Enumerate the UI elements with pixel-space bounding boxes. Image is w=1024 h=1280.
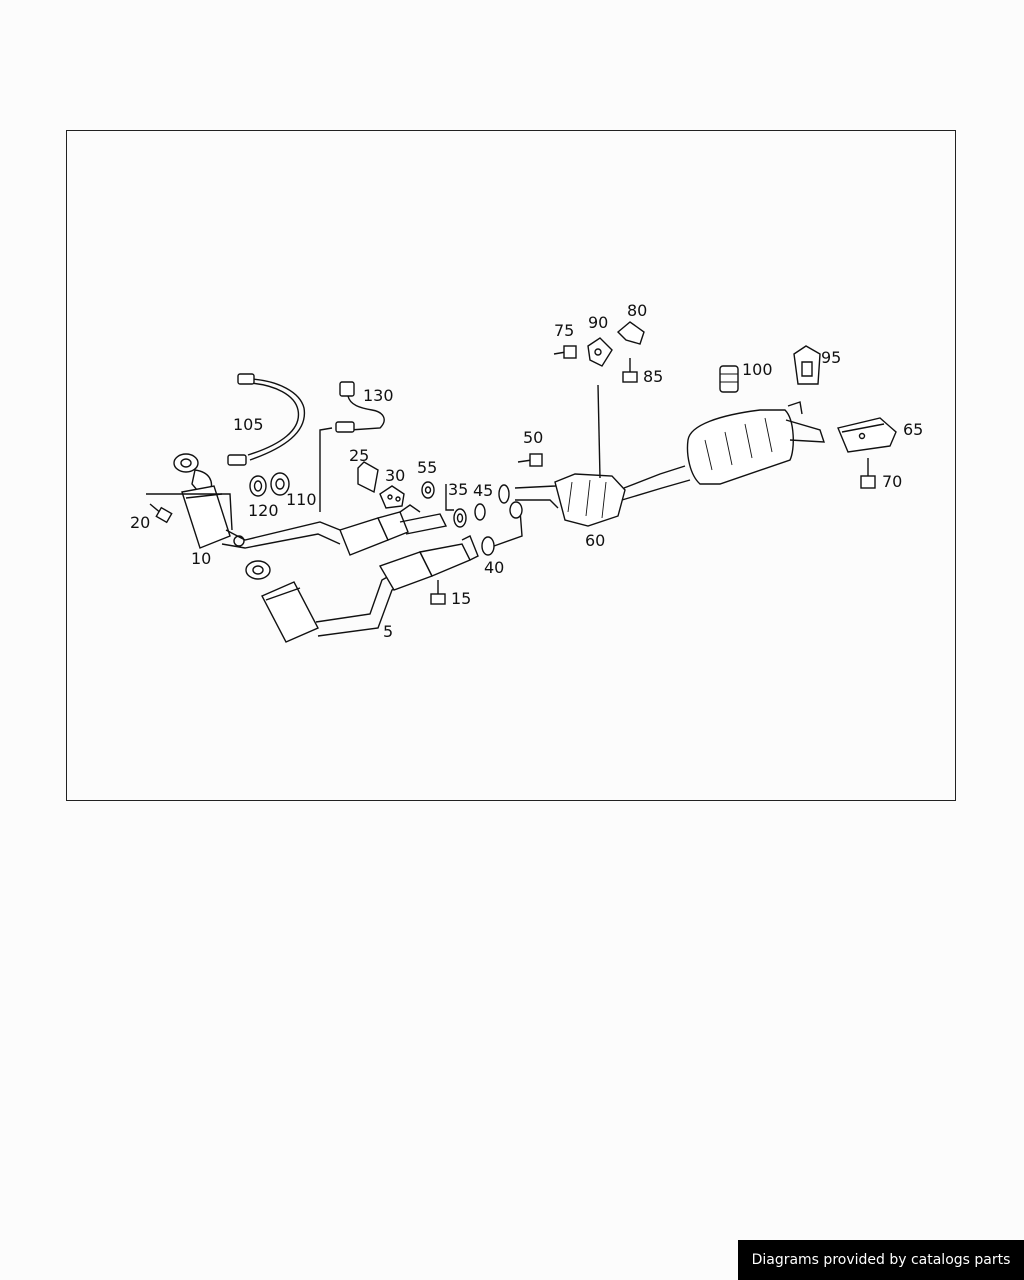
part-labels: 5 10 15 20 25 30 35 40 45 50 55 60 65 70… <box>130 301 923 641</box>
label-part-35: 35 <box>448 480 468 499</box>
label-part-80: 80 <box>627 301 647 320</box>
rubber-buffer-100 <box>719 365 739 393</box>
label-part-70: 70 <box>882 472 902 491</box>
label-part-90: 90 <box>588 313 608 332</box>
bolt-15 <box>430 580 446 605</box>
front-pipe-5 <box>245 535 479 643</box>
bolt-75 <box>553 345 577 359</box>
label-part-50: 50 <box>523 428 543 447</box>
hanger-95 <box>793 345 821 385</box>
gasket-120 <box>249 475 267 497</box>
ring-40 <box>481 509 523 556</box>
bolt-85 <box>622 358 638 383</box>
plug-110 <box>270 472 290 496</box>
bracket-25 <box>357 461 379 494</box>
label-part-75: 75 <box>554 321 574 340</box>
label-part-85: 85 <box>643 367 663 386</box>
ring-45 <box>474 503 486 521</box>
label-part-30: 30 <box>385 466 405 485</box>
label-part-100: 100 <box>742 360 773 379</box>
diagram-frame <box>66 130 956 801</box>
rubber-mount-30 <box>379 485 405 509</box>
label-part-55: 55 <box>417 458 437 477</box>
bracket-80 <box>616 321 645 345</box>
label-part-5: 5 <box>383 622 393 641</box>
label-part-110: 110 <box>286 490 317 509</box>
label-part-120: 120 <box>248 501 279 520</box>
label-part-95: 95 <box>821 348 841 367</box>
label-part-130: 130 <box>363 386 394 405</box>
gasket-35 <box>445 484 467 528</box>
label-part-20: 20 <box>130 513 150 532</box>
label-part-65: 65 <box>903 420 923 439</box>
label-part-15: 15 <box>451 589 471 608</box>
rear-muffler <box>686 401 825 485</box>
oxygen-sensor-105 <box>227 373 306 466</box>
nut-55 <box>421 481 435 499</box>
rubber-mount-90 <box>587 337 613 367</box>
label-part-60: 60 <box>585 531 605 550</box>
bolt-20 <box>146 493 233 531</box>
label-part-25: 25 <box>349 446 369 465</box>
label-part-105: 105 <box>233 415 264 434</box>
flange-pair <box>498 484 523 519</box>
diagram-credit-badge: Diagrams provided by catalogs parts <box>738 1240 1024 1280</box>
front-pipe-10 <box>173 453 448 556</box>
heat-shield-65 <box>837 417 897 453</box>
bolt-50 <box>517 453 543 467</box>
oxygen-sensor-130 <box>319 381 385 512</box>
center-muffler-60 <box>514 384 691 527</box>
label-part-10: 10 <box>191 549 211 568</box>
label-part-40: 40 <box>484 558 504 577</box>
label-part-45: 45 <box>473 481 493 500</box>
bolt-70 <box>860 458 876 489</box>
